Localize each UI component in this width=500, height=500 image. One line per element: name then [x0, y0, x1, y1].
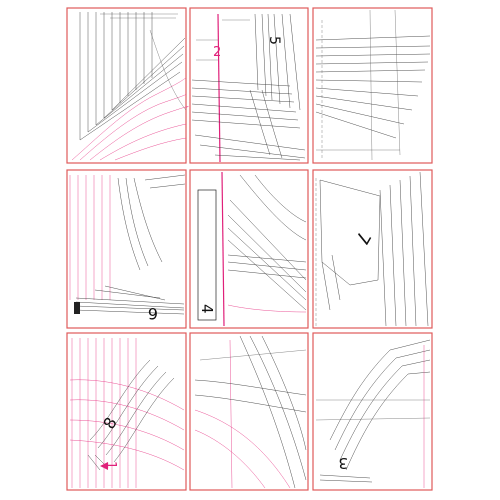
lines-r1c2: 2 5: [191, 13, 306, 163]
tile-r2c3: [312, 169, 433, 329]
tile-r2c1: [66, 169, 187, 329]
piece-4-label: 4: [198, 304, 216, 314]
tile-r3c3: [312, 332, 433, 491]
lines-r1c1: [71, 12, 189, 161]
grain-marker: [74, 302, 80, 314]
tile-grid: [66, 7, 433, 491]
piece-6-label: 6: [148, 304, 158, 323]
piece-5-label: 5: [266, 36, 282, 45]
lines-r3c3: 3: [315, 339, 431, 488]
piece-3-label: 3: [338, 454, 348, 472]
tile-r3c1: [66, 332, 187, 491]
lines-r3c2: [194, 335, 307, 489]
piece-2-label: 2: [213, 45, 221, 60]
lines-r1c3: [315, 9, 431, 161]
tile-r1c2: [189, 7, 309, 164]
tile-r1c1: [66, 7, 187, 164]
piece-1-label: 1: [103, 461, 118, 469]
lines-r2c1: 6: [69, 174, 186, 323]
arrow-mark: [100, 462, 108, 470]
tile-r1c3: [312, 7, 433, 164]
tile-r2c2: [189, 169, 309, 329]
lines-r2c2: 4: [197, 171, 307, 327]
